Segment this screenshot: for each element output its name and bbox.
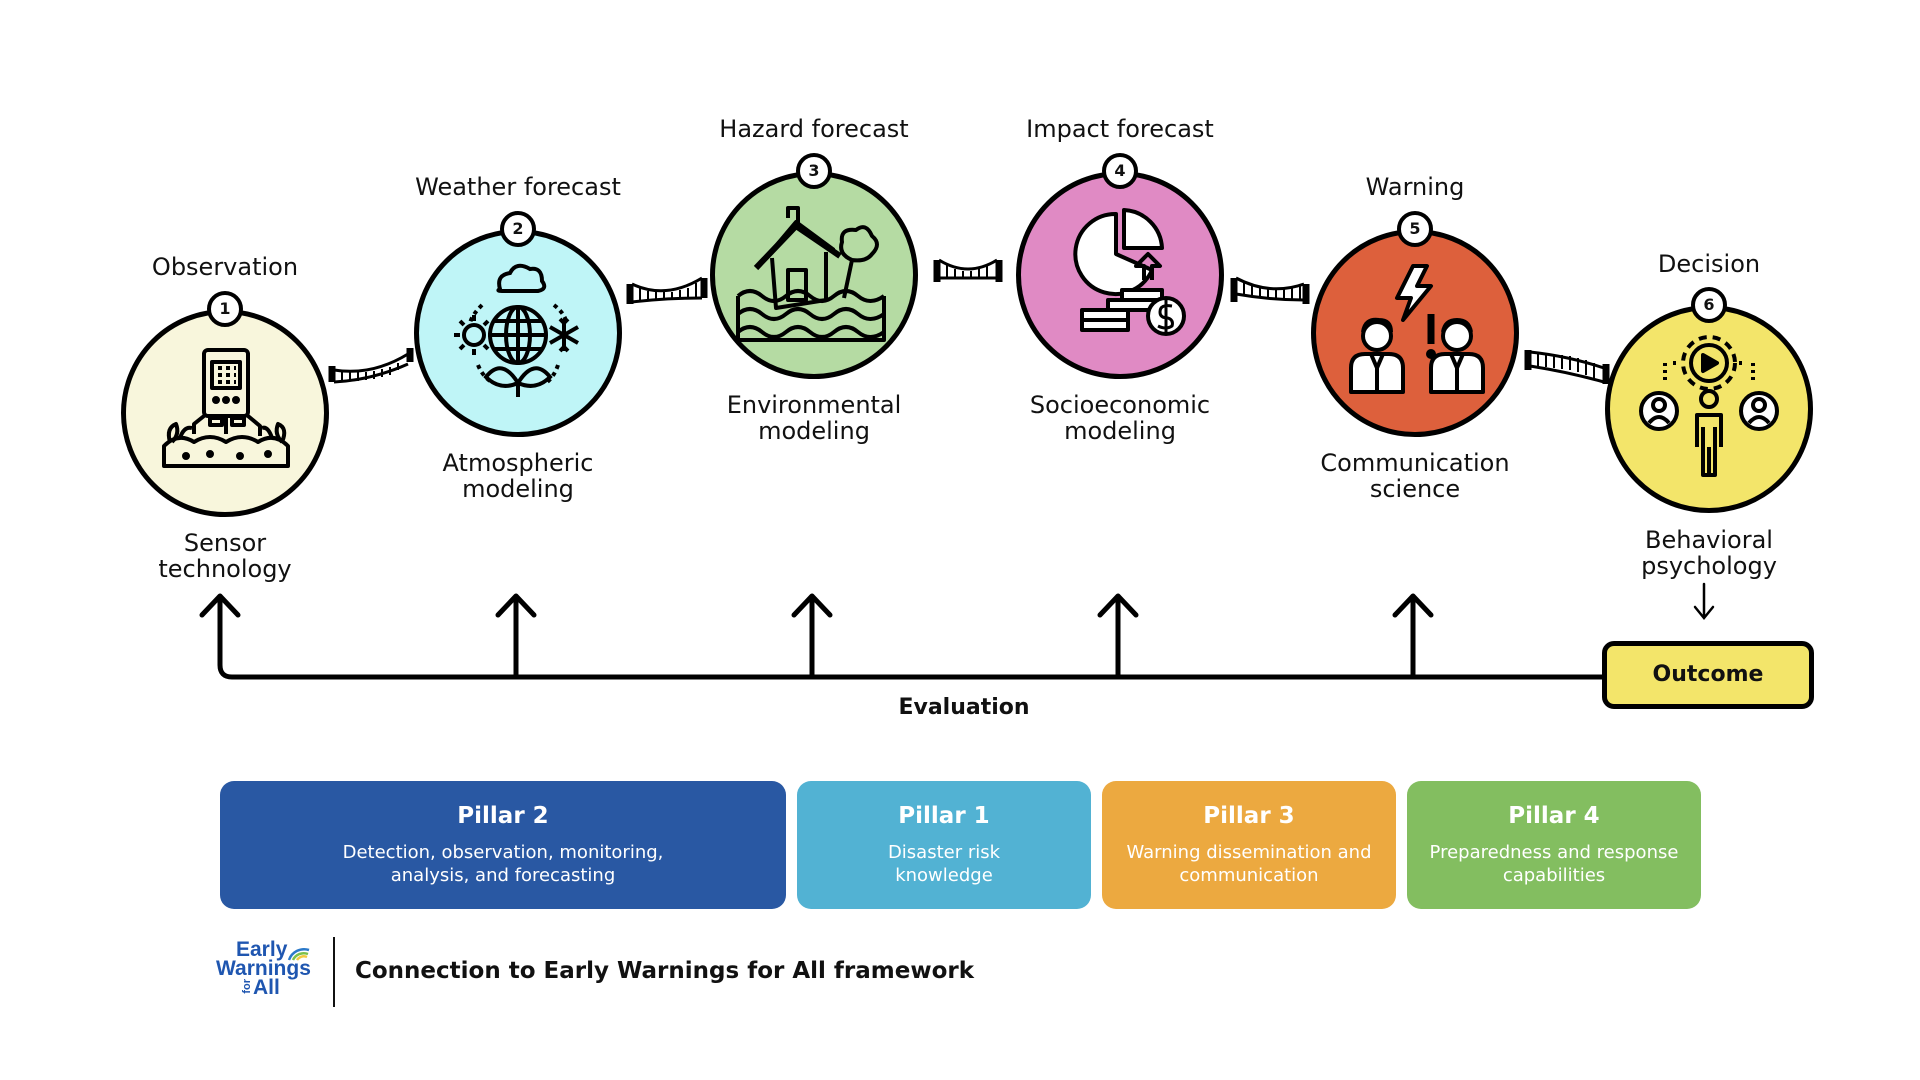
stage-number-badge: 1: [207, 291, 243, 327]
stage-subtitle-environmental-modeling: Environmental modeling: [727, 392, 902, 444]
logo-line: forAll: [241, 976, 326, 999]
stage-number-badge: 2: [500, 211, 536, 247]
stage-circle-decision: [1605, 305, 1813, 513]
economic-impact-icon: [1073, 208, 1186, 336]
pillar-description: Disaster risk knowledge: [887, 842, 1001, 886]
up-arrow: [495, 593, 537, 680]
subtitle-line: science: [1369, 475, 1461, 503]
stage-number-badge: 6: [1691, 287, 1727, 323]
stage-title-impact-forecast: Impact forecast: [1026, 115, 1214, 143]
stage-subtitle-sensor-technology: Sensor technology: [158, 530, 291, 582]
stage-title-decision: Decision: [1657, 250, 1761, 278]
evaluation-label: Evaluation: [898, 695, 1030, 720]
subtitle-line: Atmospheric: [442, 449, 594, 477]
up-arrow: [791, 593, 833, 680]
outcome-box: Outcome: [1602, 641, 1814, 709]
evaluation-line: [217, 595, 1605, 680]
subtitle-line: modeling: [758, 417, 870, 445]
stage-number-badge: 4: [1102, 153, 1138, 189]
subtitle-line: Environmental: [726, 391, 902, 419]
pillar-description: Preparedness and response capabilities: [1429, 842, 1679, 886]
stage-title-observation: Observation: [151, 253, 299, 281]
subtitle-line: Sensor: [183, 529, 267, 557]
decision-people-icon: [1639, 335, 1779, 477]
pillar-2-card: Pillar 2 Detection, observation, monitor…: [220, 781, 786, 909]
pillar-description: Detection, observation, monitoring, anal…: [342, 842, 664, 886]
evaluation-feedback-arrows: [199, 582, 1715, 680]
stage-subtitle-behavioral-psychology: Behavioral psychology: [1641, 527, 1777, 579]
logo-line: Early: [236, 938, 288, 961]
up-arrow: [1097, 593, 1139, 680]
early-warnings-for-all-logo: Early Warnings forAll: [216, 938, 326, 999]
pillar-4-card: Pillar 4 Preparedness and response capab…: [1407, 781, 1701, 909]
logo-line: Warnings: [216, 957, 311, 980]
rainbow-arc-icon: [287, 948, 310, 961]
stage-subtitle-atmospheric-modeling: Atmospheric modeling: [443, 450, 594, 502]
subtitle-line: modeling: [462, 475, 574, 503]
logo-line-bold: All: [253, 976, 280, 999]
sensor-icon: [162, 348, 290, 468]
stage-circle-observation: [121, 309, 329, 517]
pillar-1-card: Pillar 1 Disaster risk knowledge: [797, 781, 1091, 909]
up-arrow: [199, 593, 241, 618]
warning-people-icon: [1349, 264, 1485, 394]
footer-divider: [333, 937, 335, 1007]
stage-title-warning: Warning: [1365, 173, 1465, 201]
stage-number-badge: 5: [1397, 211, 1433, 247]
stage-subtitle-communication-science: Communication science: [1320, 450, 1509, 502]
framework-connection-text: Connection to Early Warnings for All fra…: [355, 958, 975, 984]
stage-title-hazard-forecast: Hazard forecast: [719, 115, 909, 143]
stage-number-badge: 3: [796, 153, 832, 189]
pillar-3-card: Pillar 3 Warning dissemination and commu…: [1102, 781, 1396, 909]
subtitle-line: Communication: [1320, 449, 1510, 477]
stage-circle-warning: [1311, 229, 1519, 437]
bridge-connector: [1230, 276, 1310, 304]
bridge-connector: [328, 348, 414, 384]
flooded-house-icon: [736, 206, 886, 342]
pillar-description: Warning dissemination and communication: [1126, 842, 1372, 886]
subtitle-line: modeling: [1064, 417, 1176, 445]
stage-title-weather-forecast: Weather forecast: [415, 173, 621, 201]
bridge-connector: [626, 276, 708, 304]
subtitle-line: Socioeconomic: [1029, 391, 1211, 419]
weather-globe-icon: [454, 263, 579, 397]
pillar-title: Pillar 3: [1203, 803, 1295, 829]
pillar-title: Pillar 4: [1508, 803, 1600, 829]
bridge-connector: [1524, 350, 1610, 384]
stage-subtitle-socioeconomic-modeling: Socioeconomic modeling: [1030, 392, 1210, 444]
subtitle-line: psychology: [1641, 552, 1777, 580]
logo-line-small: for: [241, 979, 253, 994]
pillar-title: Pillar 2: [457, 803, 549, 829]
up-arrow: [1392, 593, 1434, 680]
bridge-connector: [933, 258, 1003, 282]
down-arrow: [1693, 582, 1715, 620]
subtitle-line: technology: [158, 555, 292, 583]
subtitle-line: Behavioral: [1645, 526, 1773, 554]
pillar-title: Pillar 1: [898, 803, 990, 829]
